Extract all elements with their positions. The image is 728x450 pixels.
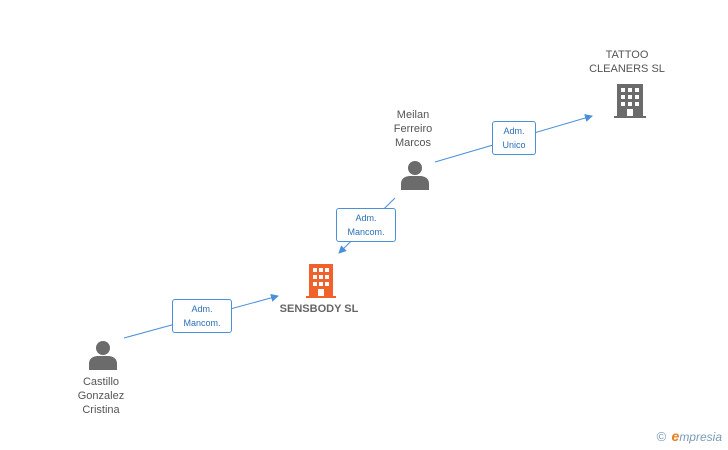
empresia-logo: © empresia [657,428,722,444]
edge-label-adm-mancom-meilan[interactable]: Adm. Mancom. [336,208,396,242]
edge-label-line1: Adm. [503,126,525,136]
meilan-name-line1: Meilan [396,109,430,121]
sensbody-label[interactable]: SENSBODY SL [279,303,359,315]
edge-label-line2: Mancom. [347,227,385,237]
castillo-name-line3: Cristina [82,404,120,416]
brand-initial: e [671,428,680,444]
castillo-label[interactable]: Castillo Gonzalez Cristina [56,375,146,417]
meilan-name-line2: Ferreiro [393,123,433,135]
person-icon[interactable] [400,160,430,190]
edge-label-line1: Adm. [355,213,377,223]
edge-label-adm-unico[interactable]: Adm. Unico [492,121,536,155]
copyright-symbol: © [656,429,667,444]
edge-label-line1: Adm. [191,304,213,314]
tattoo-cleaners-label[interactable]: TATTOO CLEANERS SL [582,48,672,76]
person-icon[interactable] [88,340,118,370]
meilan-label[interactable]: Meilan Ferreiro Marcos [368,108,458,150]
building-icon[interactable] [614,84,646,118]
castillo-name-line1: Castillo [82,376,120,388]
castillo-name-line2: Gonzalez [77,390,125,402]
brand-rest: mpresia [679,430,722,444]
building-icon[interactable] [306,264,336,298]
edge-label-line2: Mancom. [183,318,221,328]
tattoo-name-line2: CLEANERS SL [589,63,665,75]
meilan-name-line3: Marcos [394,137,432,149]
edge-label-adm-mancom-castillo[interactable]: Adm. Mancom. [172,299,232,333]
tattoo-name-line1: TATTOO [605,49,649,61]
edge-label-line2: Unico [502,140,526,150]
